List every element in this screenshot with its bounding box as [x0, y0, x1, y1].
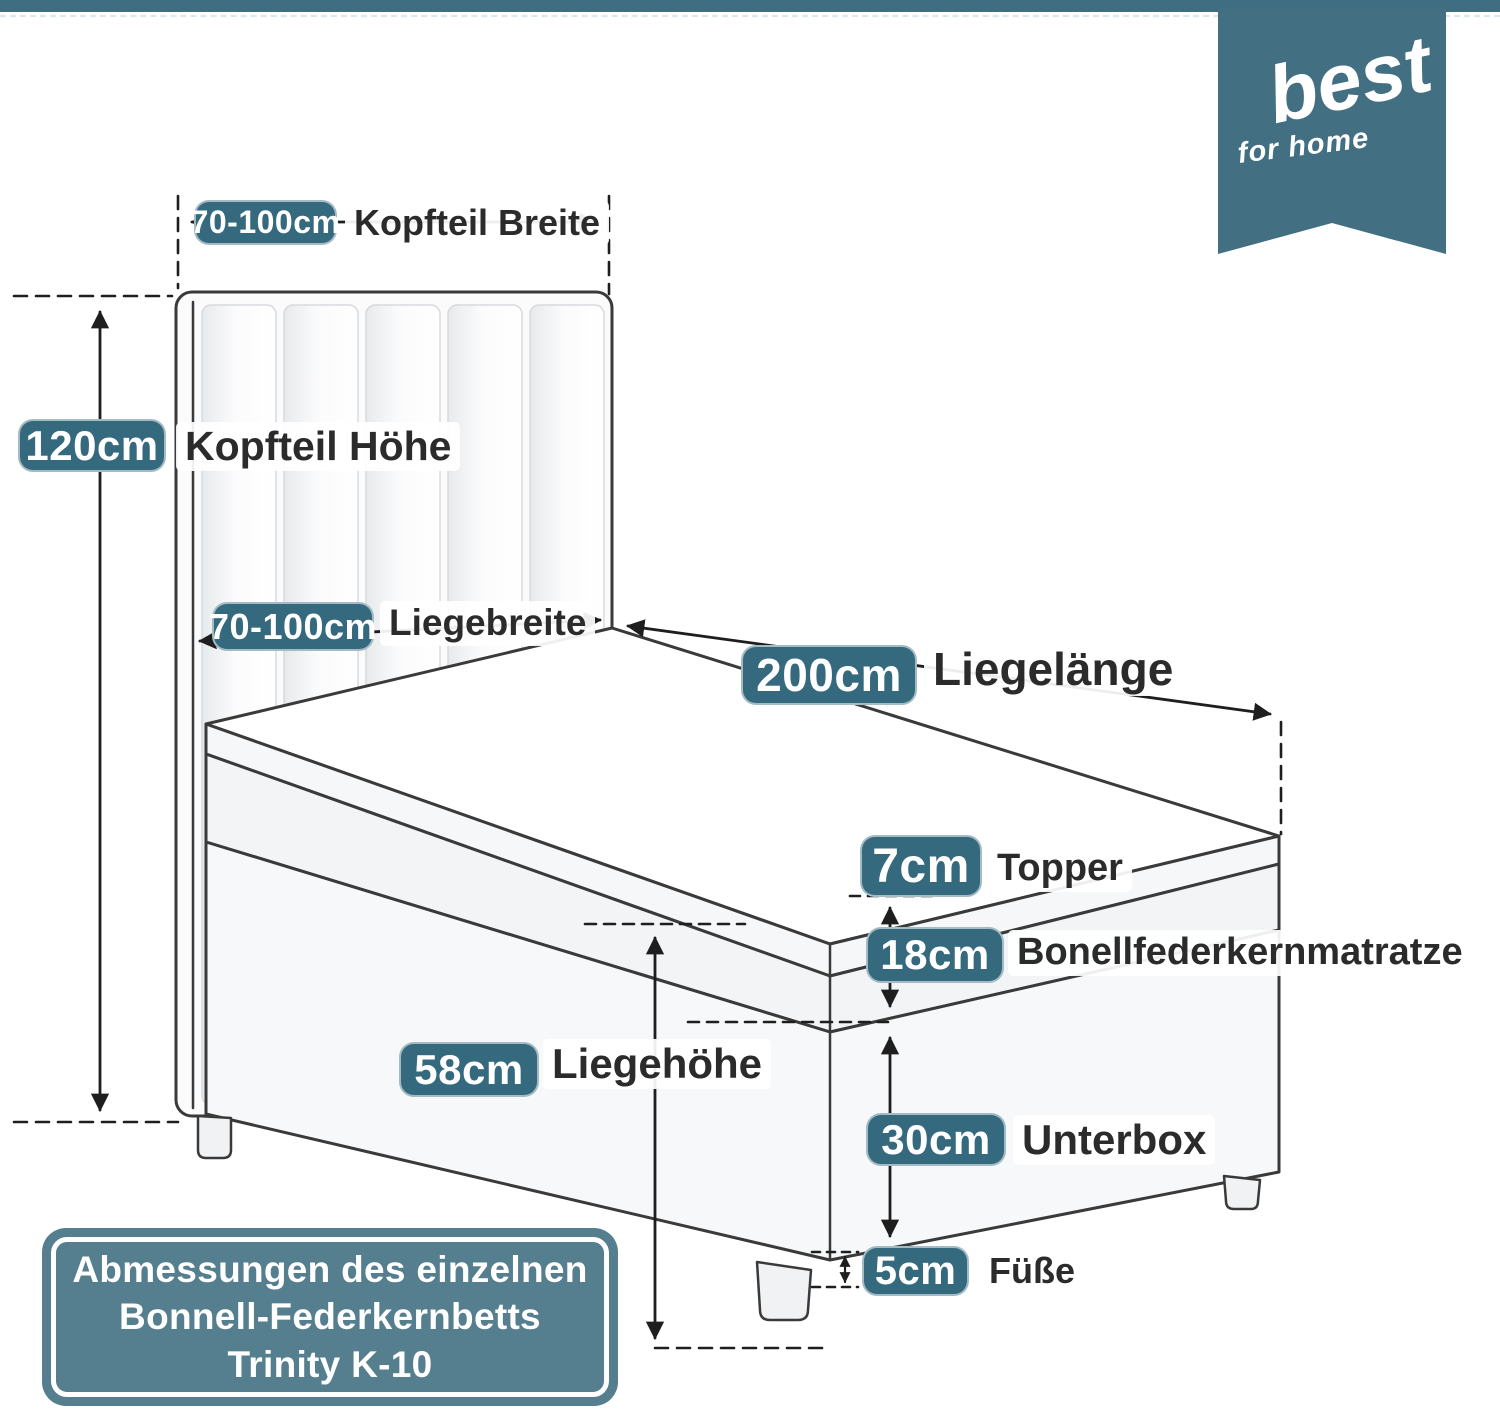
bed-leg-left: [196, 1114, 233, 1160]
badge-kopfteil-hoehe: 120cm: [18, 419, 166, 472]
badge-liegelaenge: 200cm: [741, 645, 917, 705]
brand-ribbon: [1218, 8, 1446, 254]
badge-unterbox: 30cm: [866, 1113, 1006, 1166]
label-kopfteil-breite: Kopfteil Breite: [345, 201, 610, 245]
top-border-bar: [0, 0, 1500, 12]
caption-box: Abmessungen des einzelnen Bonnell-Federk…: [42, 1228, 618, 1406]
label-liegebreite: Liegebreite: [380, 601, 596, 646]
badge-kopfteil-breite: 70-100cm: [191, 200, 340, 245]
caption-line-2: Bonnell-Federkernbetts: [119, 1296, 541, 1338]
badge-liegehoehe: 58cm: [399, 1042, 539, 1097]
label-fuesse: Füße: [980, 1249, 1084, 1293]
caption-line-1: Abmessungen des einzelnen: [72, 1248, 588, 1290]
badge-matratze: 18cm: [866, 927, 1004, 983]
bed-leg-front: [755, 1260, 813, 1322]
badge-fuesse: 5cm: [862, 1246, 969, 1296]
badge-liegebreite: 70-100cm: [209, 602, 377, 651]
label-matratze: Bonellfederkernmatratze: [1008, 930, 1472, 976]
label-kopfteil-hoehe: Kopfteil Höhe: [176, 422, 461, 472]
label-liegelaenge: Liegelänge: [924, 642, 1183, 697]
label-unterbox: Unterbox: [1013, 1115, 1216, 1166]
caption-line-3: Trinity K-10: [227, 1343, 433, 1385]
top-dashed-divider: [0, 15, 1500, 17]
dashed-extension-lines: [12, 194, 1283, 1350]
label-topper: Topper: [988, 846, 1132, 892]
badge-topper: 7cm: [860, 835, 982, 897]
label-liegehoehe: Liegehöhe: [543, 1039, 772, 1090]
bed-leg-right: [1222, 1174, 1262, 1211]
caption-text: Abmessungen des einzelnen Bonnell-Federk…: [51, 1237, 609, 1397]
